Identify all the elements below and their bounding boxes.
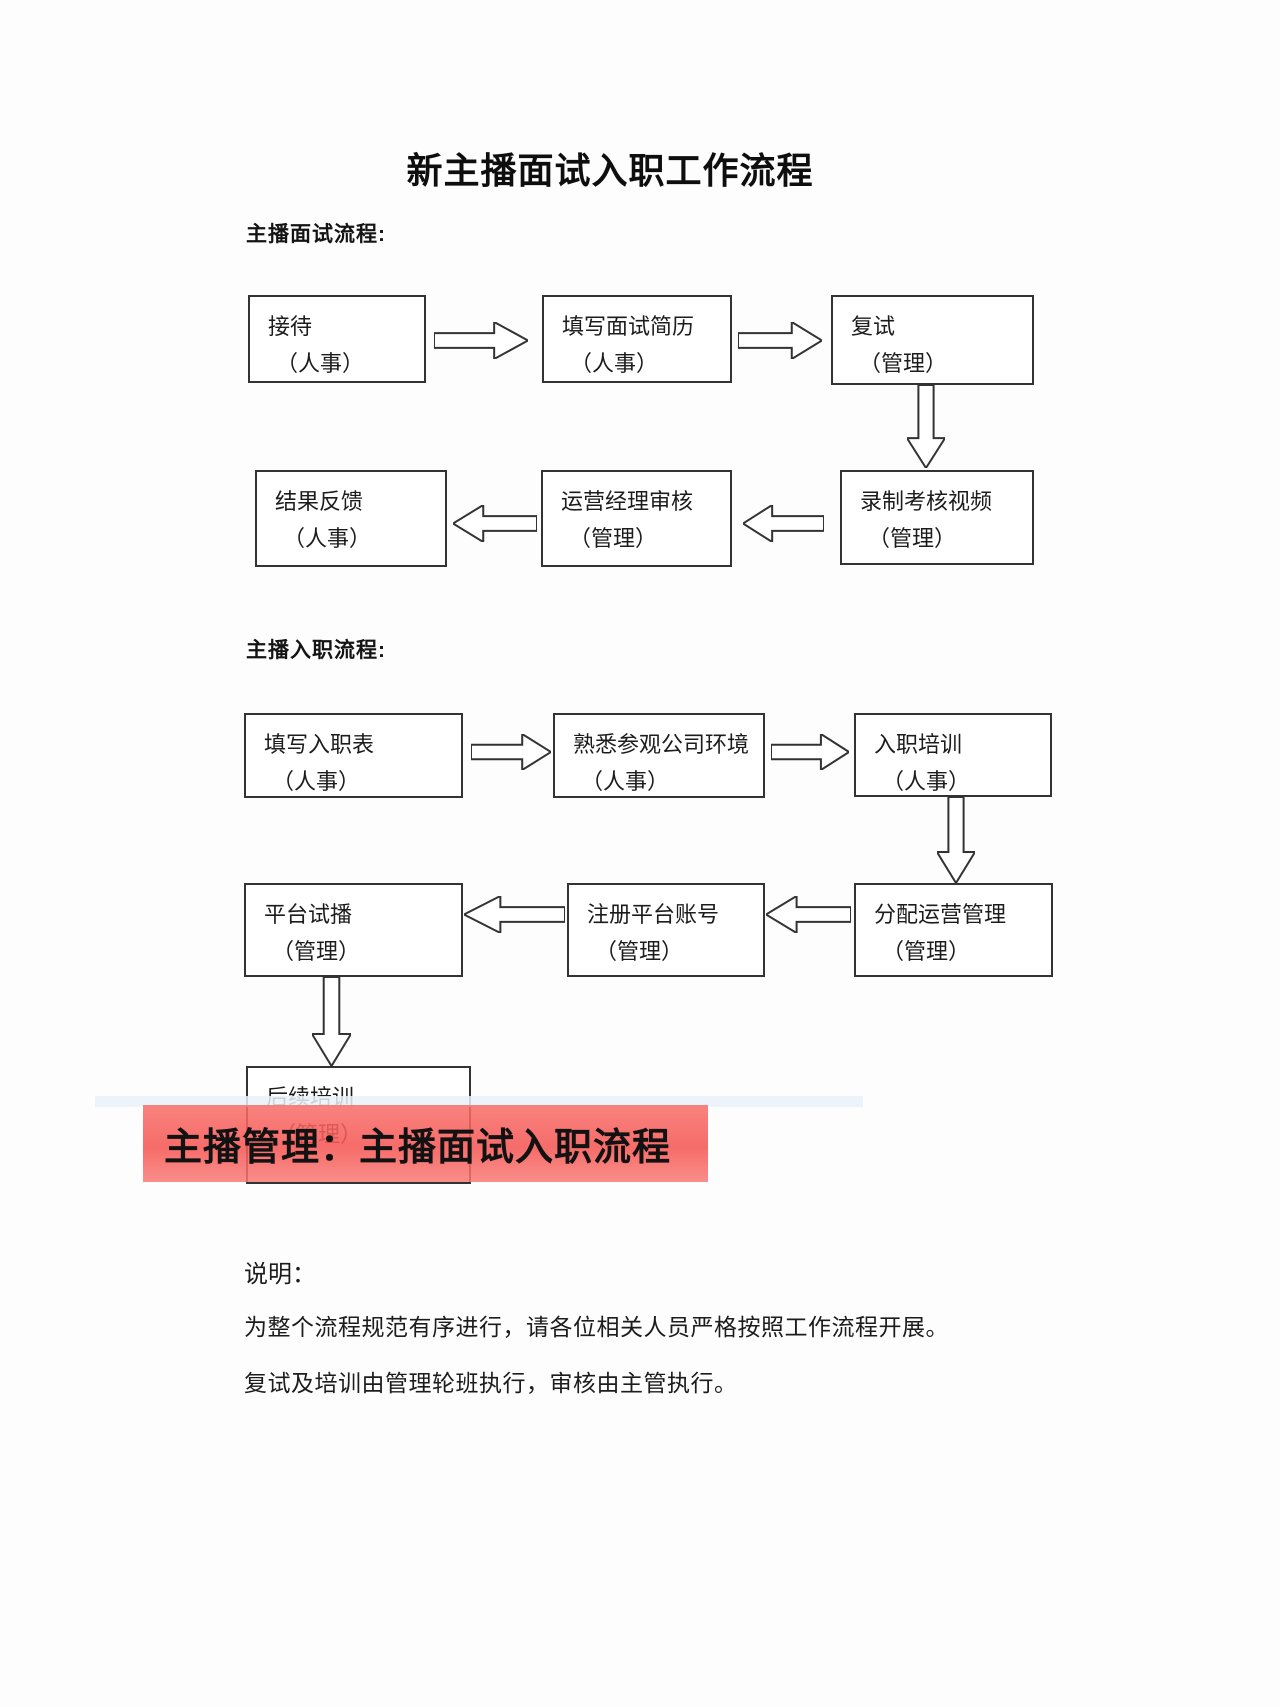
step-label: 熟悉参观公司环境: [573, 732, 750, 757]
step-owner: （人事）: [882, 769, 971, 794]
flow1-step-manager-review-box: 运营经理审核 （管理）: [541, 470, 732, 567]
notes-label: 说明：: [244, 1261, 316, 1288]
step-owner: （管理）: [569, 526, 658, 551]
red-overlay-banner: 主播管理：主播面试入职流程: [143, 1105, 708, 1182]
flow2-step-entry-form-box: 填写入职表 （人事）: [244, 713, 463, 798]
step-label: 分配运营管理: [874, 902, 1007, 927]
step-label: 平台试播: [264, 902, 353, 927]
step-owner: （管理）: [595, 939, 684, 964]
note-line: 复试及培训由管理轮班执行，审核由主管执行。: [244, 1370, 738, 1396]
step-owner: （人事）: [283, 526, 372, 551]
arrow-right-icon: [434, 322, 528, 359]
step-label: 接待: [268, 314, 313, 339]
flow1-step-resume-box: 填写面试简历 （人事）: [542, 295, 732, 383]
flow1-step-record-video-box: 录制考核视频 （管理）: [840, 470, 1034, 565]
arrow-left-icon: [766, 896, 851, 933]
flow1-step-result-feedback-box: 结果反馈 （人事）: [255, 470, 447, 567]
flow1-step-second-interview-box: 复试 （管理）: [831, 295, 1034, 385]
step-owner: （管理）: [882, 939, 971, 964]
step-label: 结果反馈: [275, 489, 364, 514]
flow1-step-reception-box: 接待 （人事）: [248, 295, 426, 383]
step-label: 运营经理审核: [561, 489, 694, 514]
step-owner: （人事）: [276, 351, 365, 376]
step-label: 入职培训: [874, 732, 963, 757]
step-owner: （人事）: [581, 769, 670, 794]
banner-title: 主播管理：主播面试入职流程: [164, 1127, 672, 1169]
step-label: 录制考核视频: [860, 489, 993, 514]
arrow-down-icon: [907, 385, 945, 468]
step-owner: （管理）: [859, 351, 948, 376]
section-heading-onboarding-flow: 主播入职流程:: [246, 639, 386, 662]
flow2-step-onboarding-training-box: 入职培训 （人事）: [854, 713, 1052, 797]
flow2-step-trial-broadcast-box: 平台试播 （管理）: [244, 883, 463, 977]
arrow-left-icon: [464, 896, 565, 933]
arrow-right-icon: [771, 734, 849, 770]
step-label: 填写入职表: [264, 732, 375, 757]
step-owner: （管理）: [272, 939, 361, 964]
flow2-step-company-tour-box: 熟悉参观公司环境 （人事）: [553, 713, 765, 798]
arrow-down-icon: [312, 977, 351, 1066]
note-line: 为整个流程规范有序进行，请各位相关人员严格按照工作流程开展。: [244, 1314, 949, 1340]
arrow-down-icon: [937, 797, 975, 883]
arrow-right-icon: [738, 322, 822, 359]
step-label: 注册平台账号: [587, 902, 720, 927]
section-heading-interview-flow: 主播面试流程:: [246, 223, 386, 246]
step-owner: （人事）: [272, 769, 361, 794]
step-label: 填写面试简历: [562, 314, 695, 339]
overlay-light-strip: [95, 1096, 863, 1107]
page-title: 新主播面试入职工作流程: [406, 150, 814, 191]
arrow-left-icon: [453, 505, 537, 542]
flow2-step-assign-operations-box: 分配运营管理 （管理）: [854, 883, 1053, 977]
flow2-step-register-account-box: 注册平台账号 （管理）: [567, 883, 765, 977]
arrow-right-icon: [471, 734, 551, 770]
step-label: 复试: [851, 314, 896, 339]
arrow-left-icon: [743, 505, 824, 542]
step-owner: （管理）: [868, 526, 957, 551]
step-owner: （人事）: [570, 351, 659, 376]
